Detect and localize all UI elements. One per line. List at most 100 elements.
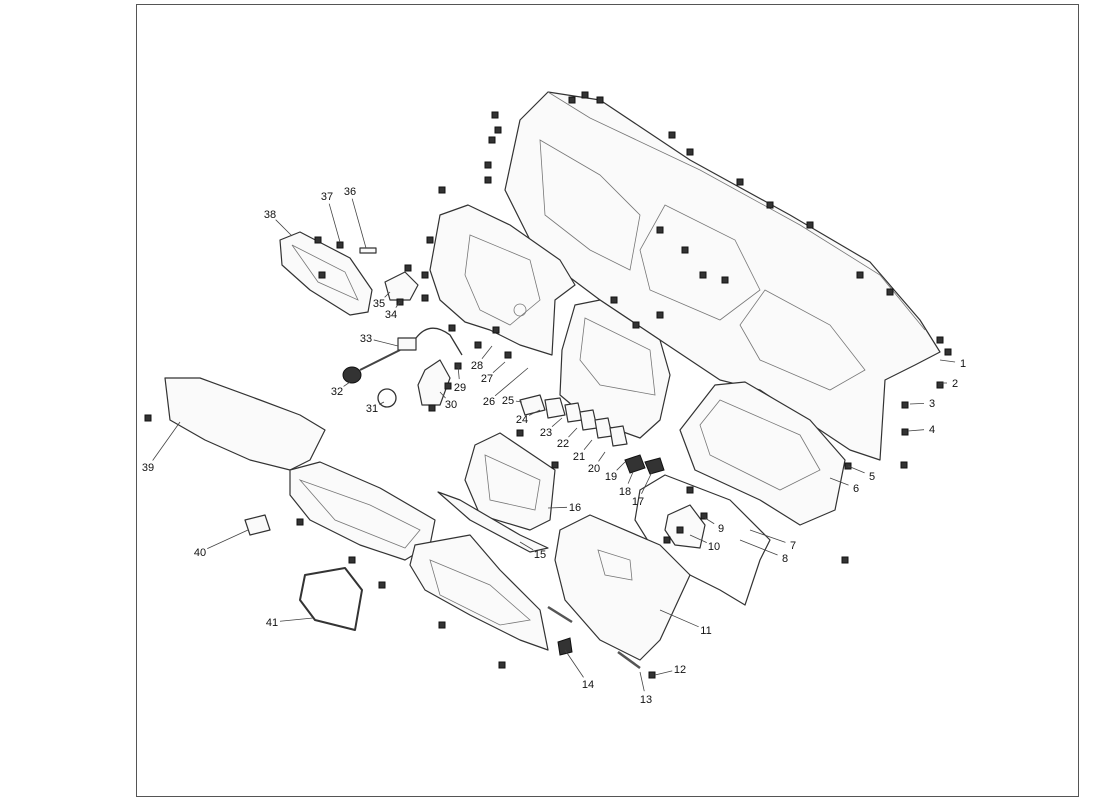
clips — [144, 91, 952, 679]
part-17 — [644, 457, 665, 475]
callout-35: 35 — [373, 298, 385, 310]
callout-leader-21 — [583, 439, 593, 451]
part-center-bezel — [559, 299, 671, 439]
clip — [676, 526, 684, 534]
callout-12: 12 — [674, 664, 686, 676]
clip — [686, 486, 694, 494]
callout-28: 28 — [471, 360, 483, 372]
callout-34: 34 — [385, 309, 397, 321]
small-parts — [244, 247, 665, 670]
clip — [448, 324, 456, 332]
clip — [494, 126, 502, 134]
callout-3: 3 — [929, 398, 935, 410]
callout-leader-6 — [829, 477, 849, 486]
callout-leader-37 — [328, 203, 341, 243]
part-gasket — [299, 567, 363, 631]
clip — [568, 96, 576, 104]
clip — [900, 461, 908, 469]
part-dashboard-frame — [504, 91, 941, 461]
callout-leader-20 — [598, 451, 606, 462]
callout-24: 24 — [516, 414, 528, 426]
callout-25: 25 — [502, 395, 514, 407]
callout-leader-5 — [847, 465, 865, 474]
callout-19: 19 — [605, 471, 617, 483]
callout-32: 32 — [331, 386, 343, 398]
clip — [348, 556, 356, 564]
clip — [736, 178, 744, 186]
callout-6: 6 — [853, 483, 859, 495]
callout-23: 23 — [540, 427, 552, 439]
callout-leader-36 — [351, 198, 367, 249]
clip — [516, 429, 524, 437]
part-glovebox-door — [554, 514, 691, 661]
clip — [144, 414, 152, 422]
callout-5: 5 — [869, 471, 875, 483]
callout-leader-39 — [152, 421, 181, 461]
clip — [488, 136, 496, 144]
clip — [766, 201, 774, 209]
clip — [668, 131, 676, 139]
callout-leader-23 — [551, 417, 563, 428]
callout-2: 2 — [952, 378, 958, 390]
clip — [426, 236, 434, 244]
callout-26: 26 — [483, 396, 495, 408]
clip — [656, 311, 664, 319]
part-32 — [342, 366, 362, 384]
callout-leader-28 — [481, 345, 493, 359]
callout-37: 37 — [321, 191, 333, 203]
clip — [296, 518, 304, 526]
part-latch — [664, 504, 706, 549]
callout-21: 21 — [573, 451, 585, 463]
clip — [944, 348, 952, 356]
clip — [378, 581, 386, 589]
part-lower-trim-panel — [164, 377, 549, 651]
callout-11: 11 — [700, 625, 711, 637]
clip — [936, 381, 944, 389]
callout-1: 1 — [960, 358, 966, 370]
clip — [806, 221, 814, 229]
clip — [700, 512, 708, 520]
callout-leader-27 — [492, 361, 506, 373]
part-25 — [519, 394, 546, 416]
clip — [491, 111, 499, 119]
part-36 — [359, 247, 377, 254]
callout-leader-35 — [384, 291, 391, 298]
clip — [421, 294, 429, 302]
callout-leader-11 — [659, 609, 699, 628]
callout-leader-9 — [704, 517, 715, 525]
clip — [484, 161, 492, 169]
part-31 — [377, 388, 397, 408]
callout-leader-19 — [616, 461, 626, 471]
callout-leader-26 — [494, 367, 529, 397]
callout-leader-38 — [275, 219, 293, 237]
callout-leader-1 — [939, 359, 956, 363]
callout-7: 7 — [790, 540, 796, 552]
part-storage-tray — [437, 432, 556, 553]
callout-leader-40 — [207, 529, 249, 550]
callout-16: 16 — [569, 502, 581, 514]
callout-leader-16 — [547, 506, 568, 509]
part-18 — [624, 454, 646, 474]
callout-leader-24 — [528, 409, 541, 416]
callout-leader-10 — [689, 534, 707, 544]
part-instrument-hood — [279, 231, 373, 316]
clip — [632, 321, 640, 329]
callout-leader-25 — [515, 400, 523, 403]
clip — [428, 404, 436, 412]
part-35 — [384, 271, 419, 301]
callout-leader-13 — [639, 671, 645, 692]
part-40 — [244, 514, 271, 536]
clip — [498, 661, 506, 669]
clip — [581, 91, 589, 99]
callout-39: 39 — [142, 462, 154, 474]
clip — [404, 264, 412, 272]
clip — [686, 148, 694, 156]
part-14 — [557, 637, 573, 656]
clip — [656, 226, 664, 234]
clip — [438, 186, 446, 194]
callout-10: 10 — [708, 541, 720, 553]
clip — [663, 536, 671, 544]
callout-leader-33 — [373, 339, 399, 347]
clip — [438, 621, 446, 629]
clip — [484, 176, 492, 184]
